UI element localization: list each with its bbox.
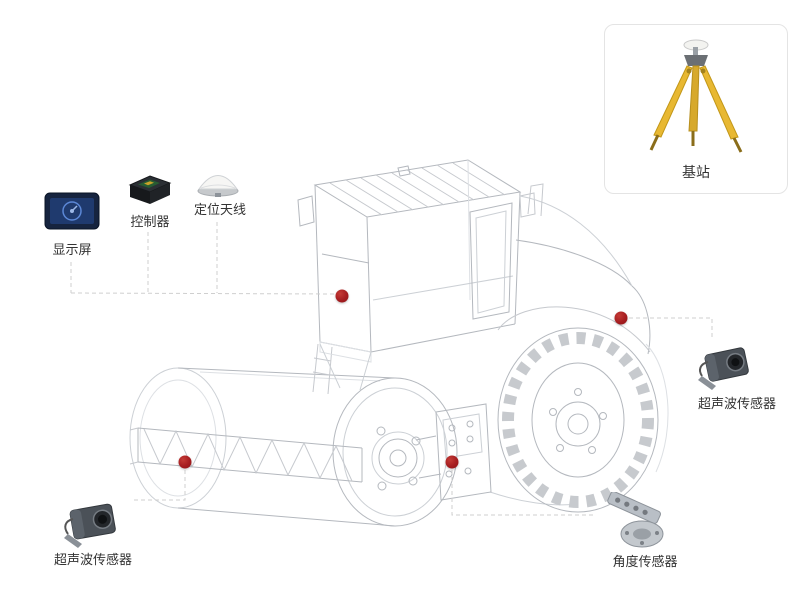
connector-angle-sensor bbox=[451, 470, 594, 516]
controller-label: 控制器 bbox=[130, 214, 170, 229]
angle-sensor-label: 角度传感器 bbox=[612, 554, 678, 569]
gnss-antenna-icon bbox=[197, 175, 239, 197]
connector-lines bbox=[70, 222, 713, 516]
ultrasonic-sensor-icon bbox=[64, 503, 116, 548]
drum-sketch bbox=[129, 367, 458, 527]
marker-drum-mount bbox=[178, 455, 192, 469]
base-station-label: 基站 bbox=[682, 164, 710, 181]
survey-tripod-icon bbox=[649, 39, 743, 153]
display-label: 显示屏 bbox=[52, 242, 92, 257]
rear-wheel-sketch bbox=[497, 327, 669, 513]
connector-ultrasonic-right bbox=[629, 317, 713, 340]
connector-ultrasonic-left bbox=[132, 470, 186, 501]
connector-left-group-horizontal bbox=[70, 292, 335, 295]
ultrasonic-left-label: 超声波传感器 bbox=[53, 552, 132, 567]
marker-engine-right-mount bbox=[614, 311, 628, 325]
angle-sensor-icon bbox=[607, 492, 664, 548]
articulation-plate-sketch bbox=[319, 343, 492, 501]
ultrasonic-right-label: 超声波传感器 bbox=[697, 396, 776, 411]
drum-truss-sketch bbox=[129, 427, 363, 483]
cab-sketch bbox=[297, 159, 536, 395]
base-station-card: 基站 bbox=[604, 24, 788, 194]
antenna-label: 定位天线 bbox=[193, 202, 246, 217]
controller-box-icon bbox=[128, 175, 172, 204]
engine-hood-sketch bbox=[489, 183, 651, 506]
ultrasonic-sensor-icon bbox=[698, 347, 749, 390]
display-screen-icon bbox=[44, 192, 100, 230]
marker-cab-mount bbox=[335, 289, 349, 303]
marker-frame-mount bbox=[445, 455, 459, 469]
